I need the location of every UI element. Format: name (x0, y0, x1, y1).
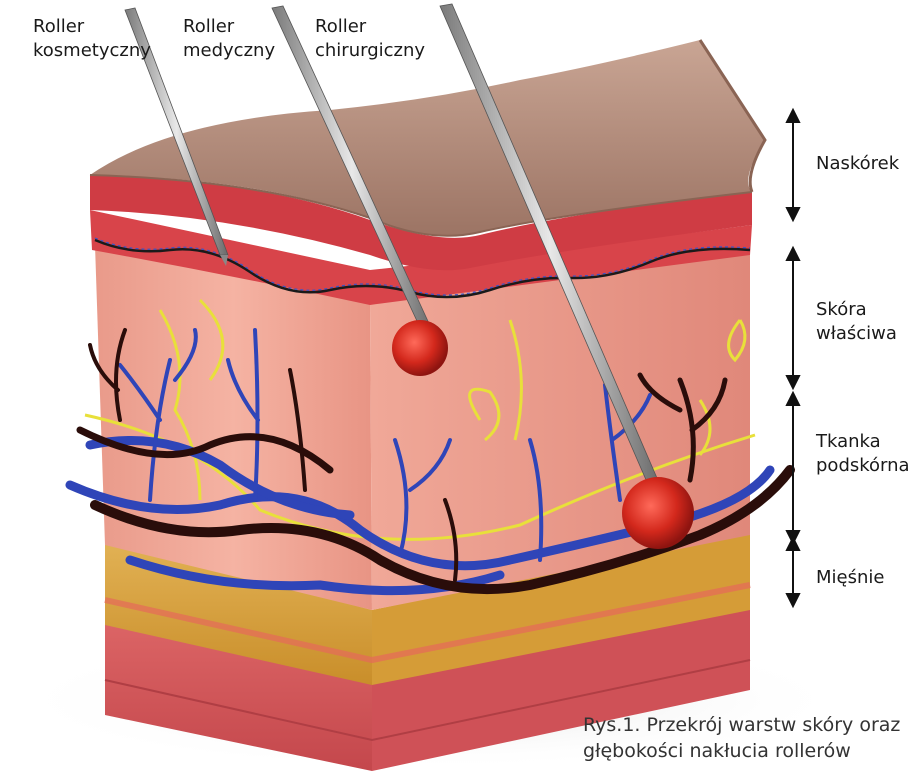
puncture-wound-medical (392, 320, 448, 376)
caption-line-1: Rys.1. Przekrój warstw skóry oraz (583, 712, 900, 738)
figure-caption: Rys.1. Przekrój warstw skóry oraz głębok… (583, 712, 900, 764)
puncture-wound-surgical (622, 477, 694, 549)
layer-arrows (787, 110, 799, 606)
caption-line-2: głębokości nakłucia rollerów (583, 738, 900, 764)
layer-label-epidermis: Naskórek (816, 152, 899, 176)
layer-label-muscle: Mięśnie (816, 566, 884, 590)
